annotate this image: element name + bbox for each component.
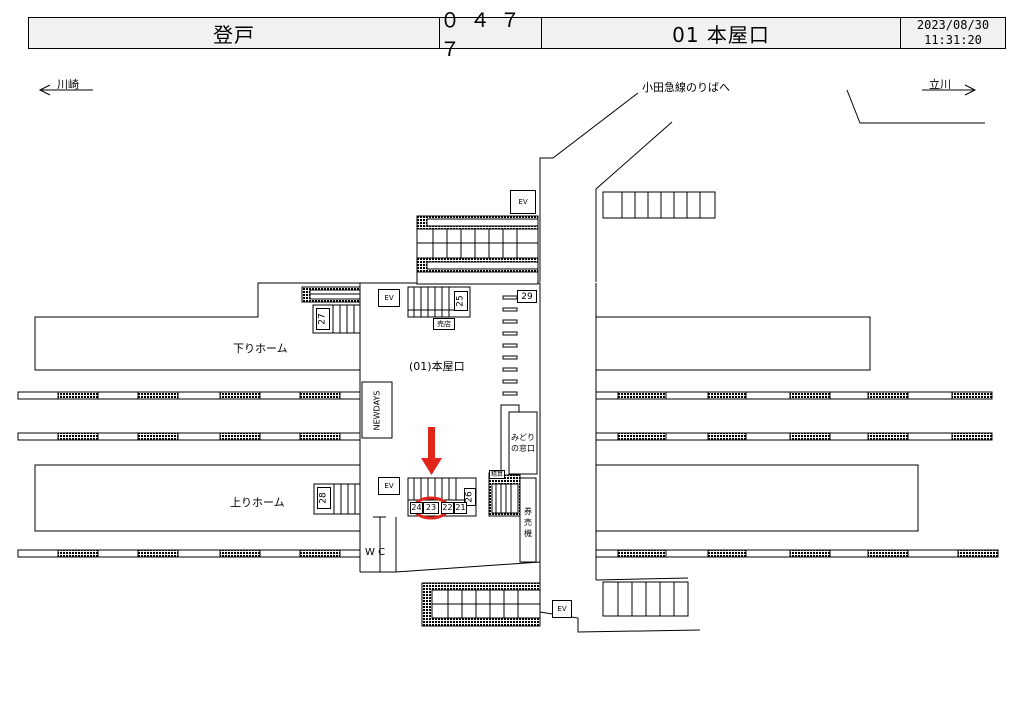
up-platform-label: 上りホーム: [230, 496, 285, 509]
ticket-machine-box: [519, 477, 537, 563]
number-23: 23: [423, 502, 439, 514]
upper-overpass-stairs: [416, 215, 539, 285]
midori-label: みどり の窓口: [509, 432, 537, 454]
time-text: 11:31:20: [924, 33, 982, 47]
number-27: 27: [316, 308, 330, 330]
midori-text-2: の窓口: [511, 444, 535, 453]
exit-name: 01 本屋口: [541, 17, 901, 49]
track-3: [17, 549, 999, 558]
number-26: 26: [464, 488, 476, 506]
arrow-right-icon: [922, 84, 977, 96]
arrow-left-icon: [38, 84, 93, 96]
number-24: 24: [410, 502, 423, 514]
elevator-concourse-bottom: EV: [378, 477, 400, 495]
elevator-top: EV: [510, 190, 536, 214]
down-platform-label: 下りホーム: [233, 342, 288, 355]
station-name: 登戸: [28, 17, 440, 49]
elevator-bottom: EV: [552, 600, 572, 618]
wc-label: W C: [365, 547, 386, 558]
number-29: 29: [517, 290, 537, 303]
ticket-machine-label: 券 売 機: [520, 506, 536, 539]
number-25: 25: [454, 291, 468, 311]
tactile-guide: [502, 295, 518, 396]
right-lower-stairs: [602, 581, 689, 617]
newdays-shop: [361, 381, 393, 439]
number-28: 28: [317, 487, 331, 509]
newdays-label: NEWDAYS: [372, 390, 382, 430]
midori-text-1: みどり: [511, 433, 535, 442]
datetime: 2023/08/30 11:31:20: [900, 17, 1006, 49]
number-21: 21: [454, 502, 467, 514]
ticket-text-3: 機: [524, 529, 532, 538]
platform-up: [34, 464, 919, 532]
direction-right-label: 立川: [929, 78, 951, 91]
kiosk-label: 売店: [433, 318, 455, 330]
number-22: 22: [441, 502, 454, 514]
exit-location-label: (01)本屋口: [409, 360, 465, 373]
track-1: [17, 391, 993, 400]
elevator-concourse-top: EV: [378, 289, 400, 307]
down-arrow-icon: [421, 427, 442, 475]
right-upper-stairs: [602, 191, 716, 219]
midori-box: [508, 411, 538, 475]
ticket-text-2: 売: [524, 518, 532, 527]
odakyu-passage: [539, 89, 985, 282]
odakyu-label: 小田急線のりばへ: [642, 81, 730, 94]
track-2: [17, 432, 993, 441]
small-sign-label: 精算: [489, 470, 505, 479]
lower-overpass-stairs: [421, 582, 701, 633]
direction-left-label: 川崎: [57, 78, 79, 91]
stairs-bottom-right: [488, 472, 521, 517]
date-text: 2023/08/30: [916, 18, 990, 32]
ticket-text-1: 券: [524, 507, 532, 516]
